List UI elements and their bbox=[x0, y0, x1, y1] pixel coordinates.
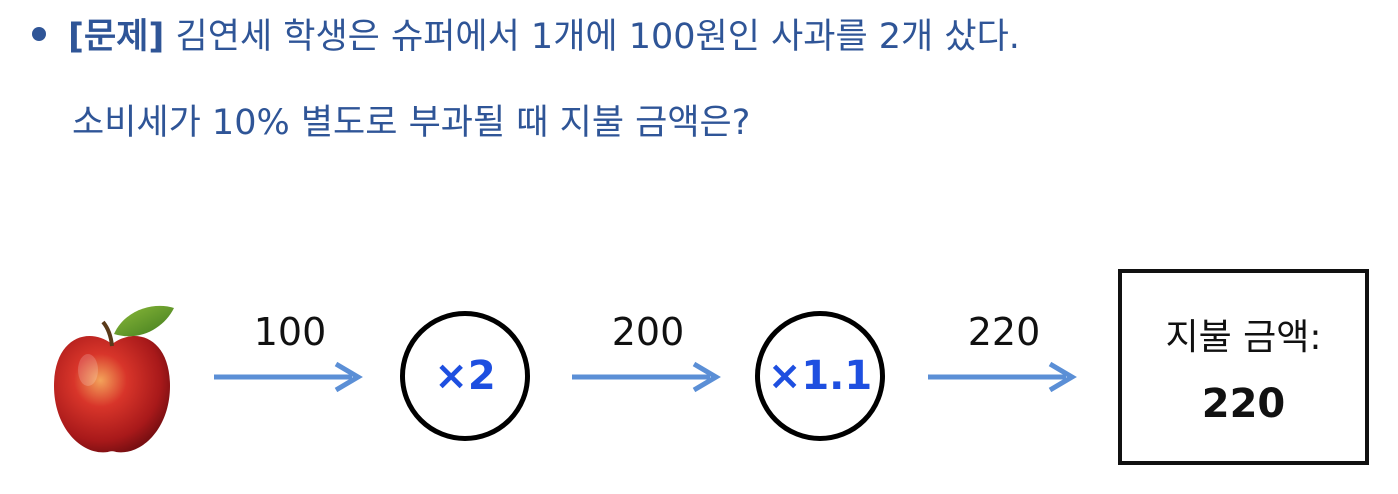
result-label: 지불 금액: bbox=[1165, 317, 1322, 358]
edge-label-2: 200 bbox=[611, 310, 685, 354]
arrow-3 bbox=[928, 361, 1077, 393]
multiply-node-2: ×1.1 bbox=[755, 311, 885, 441]
edge-label-3: 220 bbox=[967, 310, 1041, 354]
multiply-node-1: ×2 bbox=[400, 311, 530, 441]
computation-graph: 100 ×2 200 ×1.1 220 지불 금액: 220 bbox=[0, 250, 1398, 494]
problem-text-1: 김연세 학생은 슈퍼에서 1개에 100원인 사과를 2개 샀다. bbox=[175, 17, 1020, 57]
multiply-node-1-label: ×2 bbox=[434, 353, 496, 399]
problem-line-1: [문제] 김연세 학생은 슈퍼에서 1개에 100원인 사과를 2개 샀다. bbox=[32, 20, 1020, 55]
edge-label-1: 100 bbox=[253, 310, 327, 354]
result-box: 지불 금액: 220 bbox=[1118, 269, 1369, 465]
arrow-2 bbox=[572, 361, 721, 393]
bullet-icon bbox=[32, 27, 46, 41]
multiply-node-2-label: ×1.1 bbox=[767, 353, 873, 399]
arrow-1 bbox=[214, 361, 363, 393]
problem-tag: [문제] bbox=[68, 17, 165, 57]
result-value: 220 bbox=[1201, 381, 1286, 427]
apple-icon bbox=[54, 305, 174, 453]
problem-line-2: 소비세가 10% 별도로 부과될 때 지불 금액은? bbox=[72, 103, 751, 143]
